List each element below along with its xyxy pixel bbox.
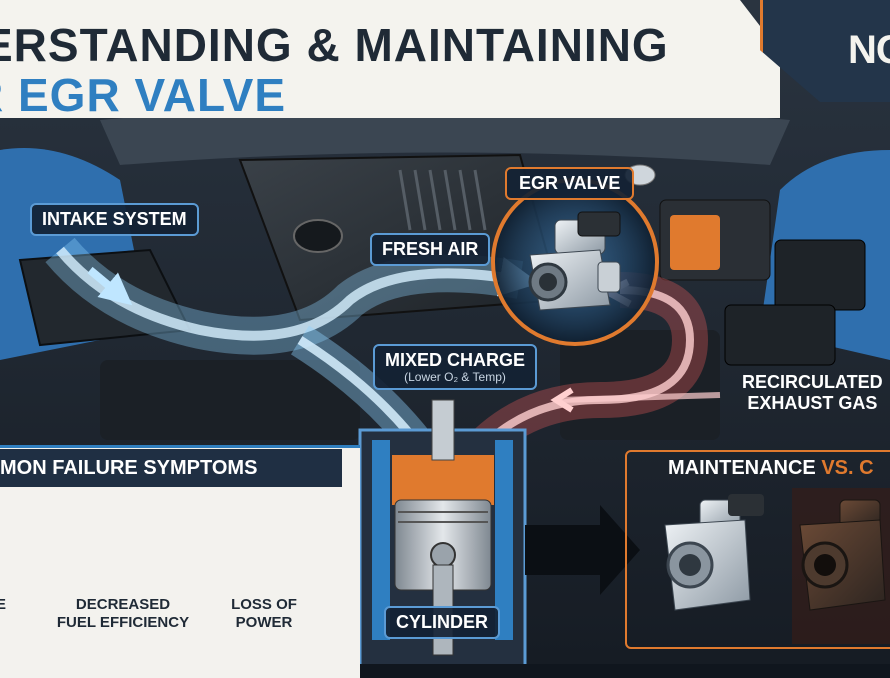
page-title-line2: R EGR VALVE xyxy=(0,69,286,121)
combustion-chamber xyxy=(392,455,494,505)
symptom-label-2: DECREASED FUEL EFFICIENCY xyxy=(48,596,198,632)
egr-valve-icon xyxy=(528,211,621,311)
symptom-2-line1: DECREASED xyxy=(75,596,171,613)
title-banner xyxy=(0,0,780,118)
dirty-egr-valve-icon xyxy=(792,488,890,644)
symptom-3-line2: POWER xyxy=(235,614,293,631)
cylinder-cutaway xyxy=(358,399,527,664)
recirculated-line2: EXHAUST GAS xyxy=(747,392,878,413)
failure-symptoms-header-bar xyxy=(0,449,342,487)
page-title-line1: ERSTANDING & MAINTAINING xyxy=(0,19,669,71)
mixed-charge-title: MIXED CHARGE xyxy=(385,350,526,370)
symptom-3-line1: LOSS OF xyxy=(231,596,297,613)
maintenance-comparison-panel xyxy=(625,450,890,649)
comparison-title-main: MAINTENANCE xyxy=(668,457,822,479)
comparison-title-accent: VS. C xyxy=(821,457,874,479)
symptom-label-1: E xyxy=(0,596,7,613)
comparison-arrow xyxy=(525,505,640,595)
logo: NC xyxy=(848,28,890,72)
label-recirculated-exhaust: RECIRCULATED EXHAUST GAS xyxy=(742,372,883,413)
recirculated-line1: RECIRCULATED xyxy=(742,372,883,392)
label-egr-valve: EGR VALVE xyxy=(505,167,635,200)
label-mixed-charge: MIXED CHARGE (Lower O₂ & Temp) xyxy=(373,344,538,391)
symptom-2-line2: FUEL EFFICIENCY xyxy=(56,614,190,631)
label-intake-system: INTAKE SYSTEM xyxy=(30,203,199,236)
failure-symptoms-title: MON FAILURE SYMPTOMS xyxy=(0,457,258,479)
symptom-label-3: LOSS OF POWER xyxy=(226,596,302,632)
label-fresh-air: FRESH AIR xyxy=(370,233,491,266)
battery-terminal-cover xyxy=(670,215,720,270)
mixed-charge-note: (Lower O₂ & Temp) xyxy=(404,369,506,384)
clean-egr-valve-icon xyxy=(664,494,764,611)
label-cylinder: CYLINDER xyxy=(384,606,501,639)
intake-arrow xyxy=(87,266,133,306)
comparison-title: MAINTENANCE VS. C xyxy=(668,457,874,480)
